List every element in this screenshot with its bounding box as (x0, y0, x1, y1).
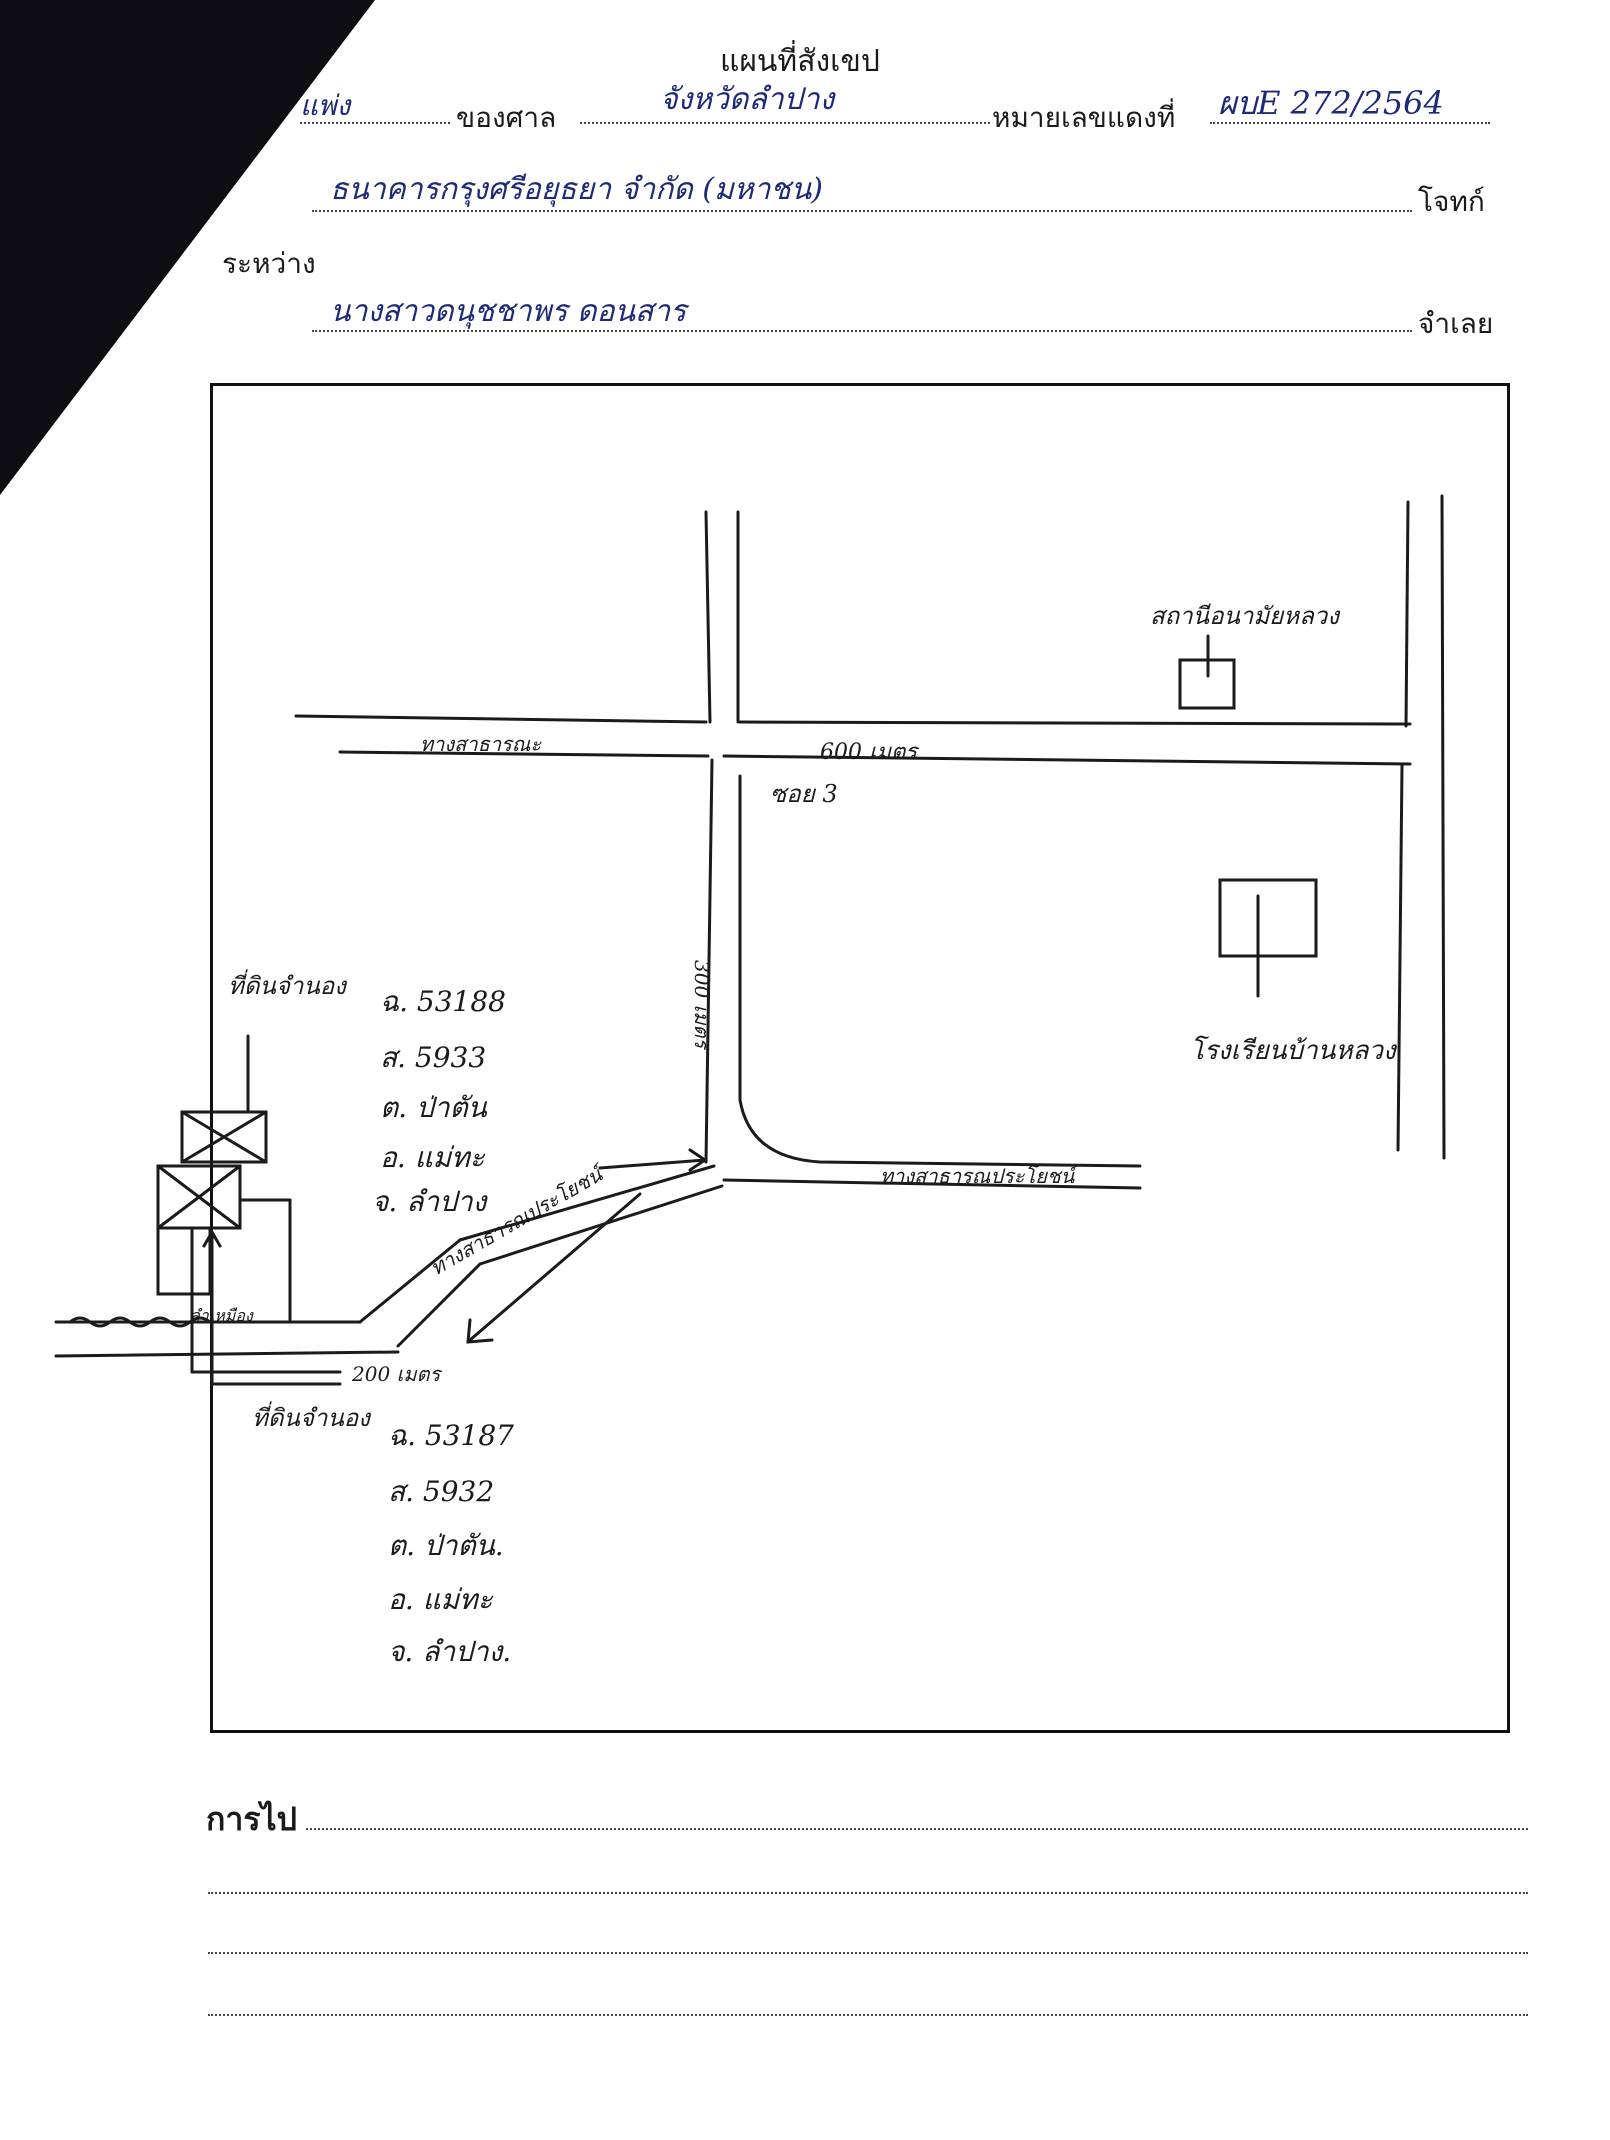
directions-line-3 (208, 1952, 1528, 1954)
directions-label: การไป (206, 1800, 297, 1838)
court-prefix-handwritten: แพ่ง (300, 89, 351, 122)
parcel1-line: อ. แม่ทะ (380, 1141, 485, 1174)
parcel1-line: ส. 5933 (380, 1041, 487, 1074)
distance-bottom-label: 200 เมตร (352, 1362, 441, 1386)
parcel2-line: จ. ลำปาง. (388, 1635, 512, 1668)
distance-vertical-label: 300 เมตร (690, 960, 714, 1049)
court-name-dots (580, 122, 990, 124)
directions-line-2 (208, 1892, 1528, 1894)
directions-line-1 (306, 1828, 1528, 1830)
red-case-label: หมายเลขแดงที่ (992, 101, 1176, 134)
scan-corner-shadow (0, 0, 375, 495)
page-title: แผนที่สังเขป (720, 44, 880, 79)
plaintiff-label: โจทก์ (1418, 185, 1485, 218)
road-top-left-label: ทางสาธารณะ (420, 732, 542, 756)
parcel2-title: ที่ดินจำนอง (252, 1404, 370, 1432)
directions-line-4 (208, 2014, 1528, 2016)
parcel1-line: ฉ. 53188 (380, 985, 506, 1018)
map-frame (210, 383, 1510, 1733)
court-name-handwritten: จังหวัดลำปาง (660, 82, 835, 117)
parcel2-line: อ. แม่ทะ (388, 1583, 493, 1616)
parcel1-line: จ. ลำปาง (372, 1185, 487, 1218)
court-prefix-dots (300, 122, 450, 124)
parcel1-line: ต. ป่าตัน (380, 1091, 487, 1124)
parcel1-title: ที่ดินจำนอง (228, 972, 346, 1000)
parcel2-line: ต. ป่าตัน. (388, 1529, 504, 1562)
court-label: ของศาล (456, 101, 557, 134)
road-right-label: ทางสาธารณประโยชน์ (880, 1164, 1075, 1188)
defendant-handwritten: นางสาวดนุชชาพร ดอนสาร (330, 294, 687, 329)
health-station-label: สถานีอนามัยหลวง (1150, 602, 1339, 630)
red-case-dots (1210, 122, 1490, 124)
plaintiff-handwritten: ธนาคารกรุงศรีอยุธยา จำกัด (มหาชน) (330, 172, 823, 207)
plaintiff-dots (312, 210, 1412, 212)
red-case-number-handwritten: ผบE 272/2564 (1218, 84, 1444, 122)
parcel2-line: ฉ. 53187 (388, 1419, 514, 1452)
defendant-label: จำเลย (1418, 307, 1494, 340)
between-label: ระหว่าง (222, 247, 316, 280)
defendant-dots (312, 330, 1412, 332)
stream-label: ลำเหมือง (190, 1306, 253, 1325)
school-label: โรงเรียนบ้านหลวง (1190, 1036, 1396, 1066)
soi-label: ซอย 3 (770, 780, 838, 808)
parcel2-line: ส. 5932 (388, 1475, 495, 1508)
distance-top-label: 600 เมตร (820, 740, 918, 765)
